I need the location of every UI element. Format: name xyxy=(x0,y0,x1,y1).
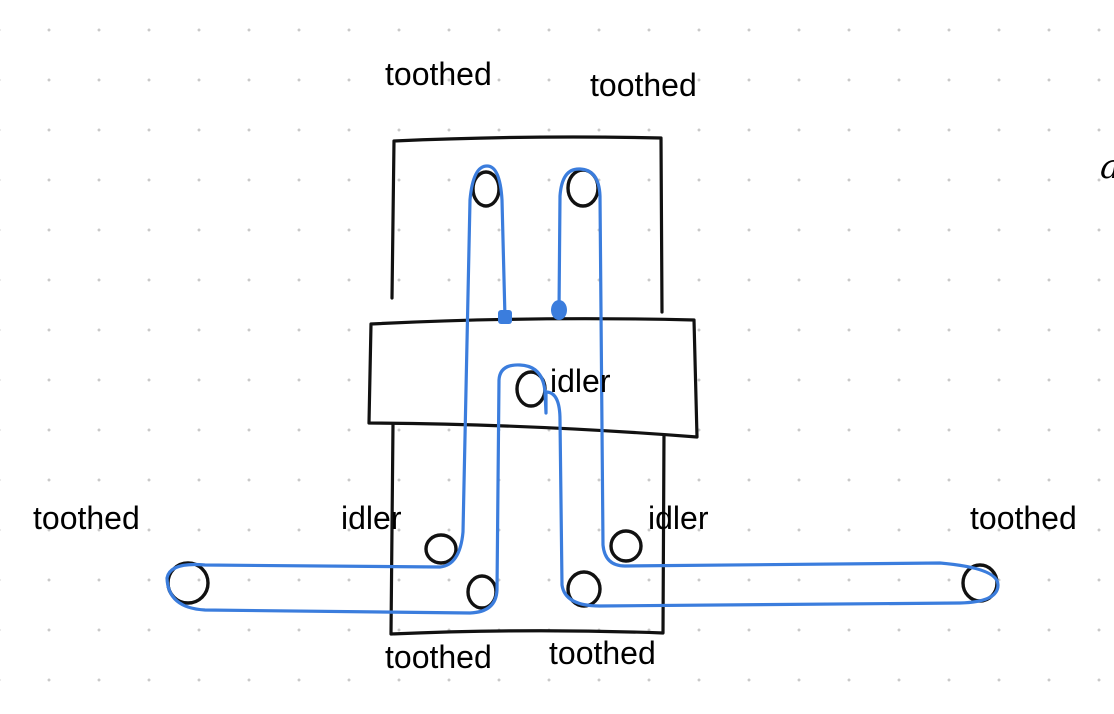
label-bottom-right-toothed: toothed xyxy=(549,635,656,671)
label-center-idler: idler xyxy=(550,363,611,399)
pulley-left-idler xyxy=(424,533,458,565)
pulley-top-left xyxy=(471,170,501,208)
label-right-inner-idler: idler xyxy=(648,500,709,536)
vertical-frame xyxy=(389,135,666,636)
belt-left-loop xyxy=(165,164,548,615)
pulley-right-idler xyxy=(609,529,643,563)
label-right-outer-toothed: toothed xyxy=(970,500,1077,536)
belt-anchor-right xyxy=(551,300,567,320)
edge-handwriting-fragment: a xyxy=(1100,150,1114,184)
label-top-left-toothed: toothed xyxy=(385,56,492,92)
label-bottom-left-toothed: toothed xyxy=(385,639,492,675)
label-top-right-toothed: toothed xyxy=(590,67,697,103)
label-left-inner-idler: idler xyxy=(341,500,402,536)
label-left-outer-toothed: toothed xyxy=(33,500,140,536)
slider-block xyxy=(367,317,699,439)
belt-right-loop xyxy=(544,167,1000,608)
belt-anchor-left xyxy=(498,310,512,324)
